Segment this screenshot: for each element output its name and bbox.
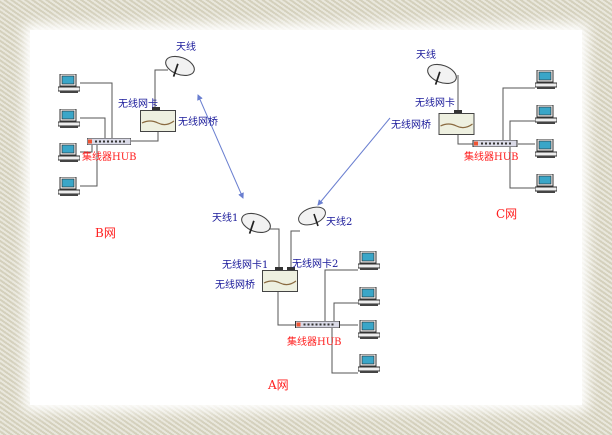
computer-icon	[535, 139, 557, 159]
wireless-bridge-label: 无线网桥	[391, 118, 431, 131]
computer-icon	[535, 105, 557, 125]
wireless-card-label: 无线网卡	[118, 97, 158, 110]
antenna-dish-icon	[164, 55, 196, 79]
network-c: 天线 无线网卡 无线网桥 集线器HUB C网	[391, 48, 557, 221]
wireless-card-label: 无线网卡	[415, 96, 455, 109]
wireless-link-b-a	[197, 94, 244, 199]
computer-icon	[358, 320, 380, 340]
wireless-bridge-icon	[140, 110, 176, 132]
hub-icon	[295, 321, 340, 328]
hub-icon	[87, 138, 131, 145]
network-name: C网	[496, 207, 517, 221]
computer-icon	[358, 251, 380, 271]
computer-icon	[535, 70, 557, 90]
antenna-1-dish-icon	[240, 212, 272, 236]
wireless-card-1-label: 无线网卡1	[222, 258, 268, 271]
antenna-dish-icon	[426, 62, 458, 88]
wireless-card-2-label: 无线网卡2	[292, 257, 338, 270]
hub-icon	[472, 140, 518, 147]
wireless-card-1-icon	[275, 267, 283, 270]
antenna-1-label: 天线1	[212, 211, 238, 224]
network-name: B网	[95, 226, 116, 240]
antenna-label: 天线	[176, 40, 196, 53]
antenna-2-label: 天线2	[326, 215, 352, 228]
computer-icon	[58, 74, 80, 94]
network-a: 天线1 天线2 无线网卡1 无线网卡2 无线网桥 集线器HUB A网	[212, 205, 380, 392]
computer-icon	[358, 354, 380, 374]
hub-label: 集线器HUB	[82, 150, 137, 163]
wireless-bridge-icon	[438, 113, 475, 135]
wireless-card-2-icon	[287, 267, 295, 270]
antenna-label: 天线	[416, 48, 436, 61]
wireless-bridge-icon	[262, 270, 298, 292]
wireless-bridge-label: 无线网桥	[215, 278, 255, 291]
computer-icon	[535, 174, 557, 194]
wireless-link-c-a	[317, 117, 391, 206]
computer-icon	[358, 287, 380, 307]
network-b: 天线 无线网卡 无线网桥 集线器HUB B网	[58, 40, 218, 240]
wireless-card-icon	[152, 107, 160, 110]
computer-icon	[58, 109, 80, 129]
hub-label: 集线器HUB	[287, 335, 342, 348]
wireless-bridge-label: 无线网桥	[178, 115, 218, 128]
wireless-card-icon	[454, 110, 462, 113]
network-name: A网	[267, 378, 289, 392]
computer-icon	[58, 143, 80, 163]
hub-label: 集线器HUB	[464, 150, 519, 163]
antenna-2-dish-icon	[297, 205, 327, 229]
computer-icon	[58, 177, 80, 197]
